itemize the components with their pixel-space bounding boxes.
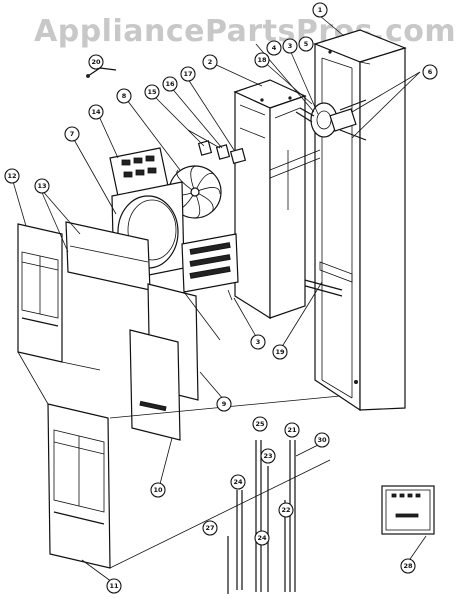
svg-text:18: 18 (257, 56, 267, 64)
thermostat-box (381, 485, 435, 535)
leader-lines (11, 15, 427, 583)
callout-13: 13 (34, 178, 50, 194)
callout-2: 2 (202, 54, 218, 70)
svg-text:17: 17 (183, 70, 192, 78)
svg-text:25: 25 (255, 420, 265, 428)
callout-17: 17 (180, 66, 196, 82)
svg-text:10: 10 (153, 486, 163, 494)
callout-12: 12 (4, 168, 20, 184)
callout-6: 6 (422, 64, 438, 80)
svg-text:5: 5 (304, 40, 309, 48)
callout-27: 27 (202, 520, 218, 536)
svg-text:12: 12 (7, 172, 16, 180)
svg-text:3: 3 (288, 42, 293, 50)
callout-14: 14 (88, 104, 104, 120)
front-grille-lower (47, 403, 111, 569)
svg-text:30: 30 (317, 436, 327, 444)
svg-text:9: 9 (222, 400, 227, 408)
callout-19: 19 (272, 344, 288, 360)
motor-mount (269, 99, 367, 179)
svg-text:28: 28 (403, 562, 413, 570)
callout-30: 30 (314, 432, 330, 448)
callout-3-lower: 3 (250, 334, 266, 350)
svg-text:23: 23 (263, 452, 272, 460)
svg-text:4: 4 (272, 44, 277, 52)
callout-15: 15 (144, 84, 160, 100)
svg-text:22: 22 (281, 506, 290, 514)
svg-text:24: 24 (233, 478, 243, 486)
callout-1: 1 (312, 2, 328, 18)
svg-text:24: 24 (257, 534, 267, 542)
svg-text:1: 1 (318, 6, 323, 14)
callout-8: 8 (116, 88, 132, 104)
svg-text:19: 19 (275, 348, 285, 356)
svg-text:21: 21 (287, 426, 297, 434)
callout-3-upper: 3 (282, 38, 298, 54)
svg-text:2: 2 (208, 58, 213, 66)
callout-4: 4 (266, 40, 282, 56)
callout-21: 21 (284, 422, 300, 438)
callout-24-upper: 24 (230, 474, 246, 490)
callout-7: 7 (64, 126, 80, 142)
control-panel (109, 147, 169, 197)
relay-controls (187, 129, 247, 165)
svg-text:27: 27 (205, 524, 214, 532)
svg-text:20: 20 (91, 58, 101, 66)
callout-24-lower: 24 (254, 530, 270, 546)
heater-element (181, 233, 239, 301)
svg-text:7: 7 (70, 130, 75, 138)
callout-25: 25 (252, 416, 268, 432)
callout-16: 16 (162, 76, 178, 92)
svg-text:8: 8 (122, 92, 127, 100)
svg-text:11: 11 (109, 582, 119, 590)
filter-panel (65, 221, 151, 291)
svg-text:16: 16 (165, 80, 175, 88)
callout-18: 18 (254, 52, 270, 68)
svg-text:15: 15 (147, 88, 157, 96)
callout-28: 28 (400, 558, 416, 574)
screw-part (86, 67, 117, 78)
callout-22: 22 (278, 502, 294, 518)
inner-housing (233, 79, 307, 320)
svg-text:3: 3 (256, 338, 261, 346)
callout-5: 5 (298, 36, 314, 52)
access-panel (129, 329, 181, 441)
callout-9: 9 (216, 396, 232, 412)
svg-text:13: 13 (37, 182, 46, 190)
callout-11: 11 (106, 578, 122, 594)
svg-text:6: 6 (428, 68, 433, 76)
front-grille-upper (17, 223, 63, 363)
svg-text:14: 14 (91, 108, 101, 116)
callout-10: 10 (150, 482, 166, 498)
callout-20: 20 (88, 54, 104, 70)
callout-23: 23 (260, 448, 276, 464)
